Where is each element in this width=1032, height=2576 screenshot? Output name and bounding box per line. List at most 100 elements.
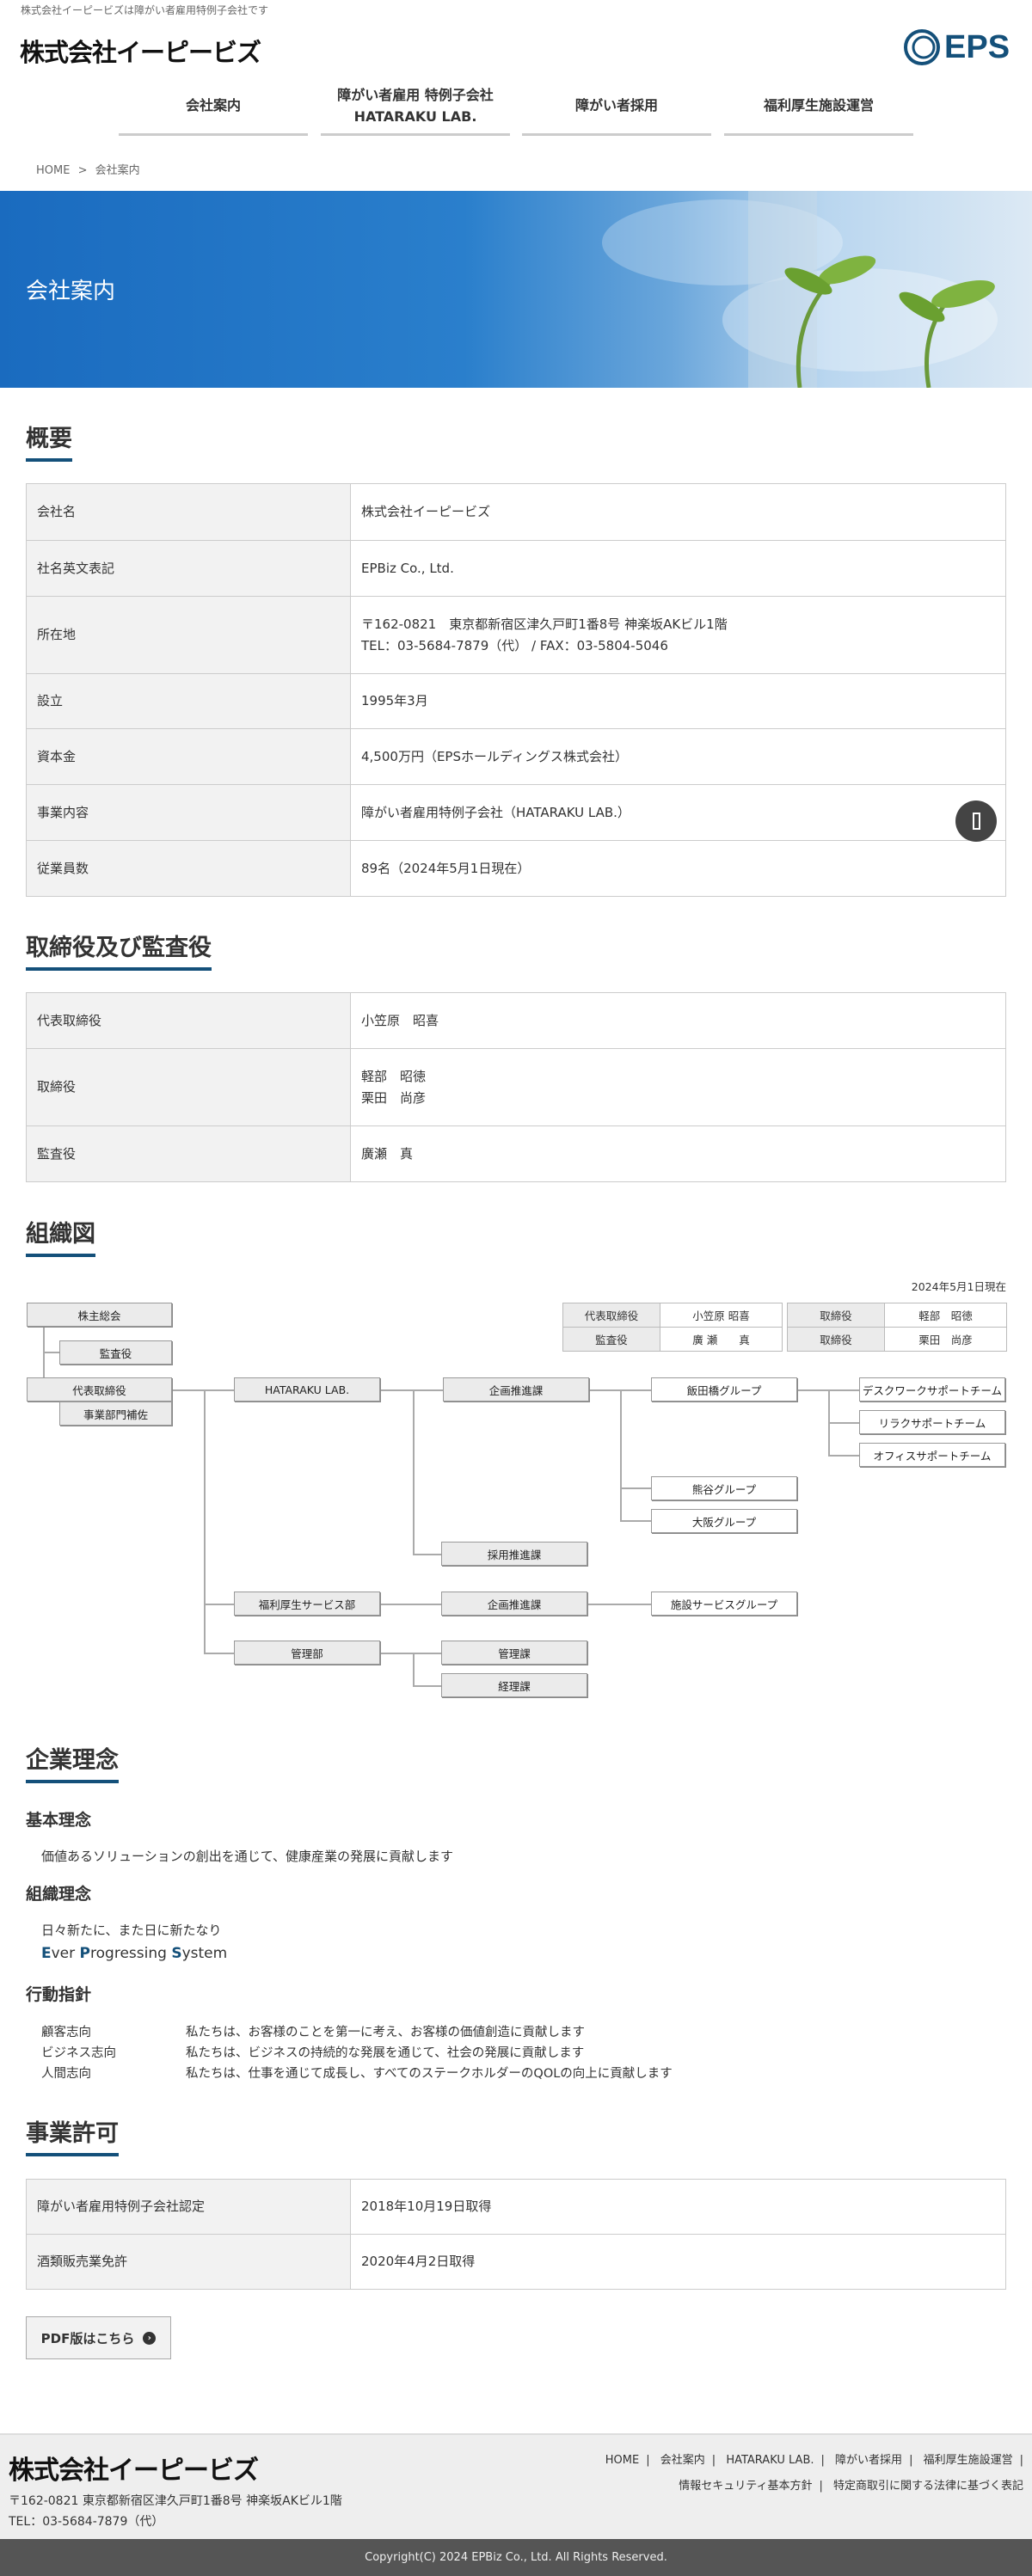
- row-label: 会社名: [26, 483, 351, 541]
- nav-company[interactable]: 会社案内: [119, 79, 308, 136]
- org-box-kumagaya: 熊谷グループ: [651, 1476, 797, 1500]
- connector-line: [828, 1422, 859, 1424]
- footer-link-company[interactable]: 会社案内: [660, 2454, 705, 2467]
- table-row: 会社名株式会社イーピービズ: [26, 483, 1006, 541]
- row-value: 小笠原 昭喜: [350, 992, 1006, 1049]
- exec-name: 廣 瀬 真: [660, 1327, 783, 1352]
- eps-word: ystem: [181, 1945, 228, 1962]
- org-box-ceo: 代表取締役: [27, 1377, 172, 1401]
- connector-line: [204, 1604, 234, 1605]
- row-label: 取締役: [26, 1048, 351, 1126]
- row-label: 事業内容: [26, 784, 351, 841]
- row-label: 障がい者雇用特例子会社認定: [26, 2179, 351, 2235]
- exec-table-left: 代表取締役小笠原 昭喜 監査役廣 瀬 真: [562, 1303, 783, 1352]
- eps-initial: S: [171, 1945, 182, 1962]
- footer-link-security-policy[interactable]: 情報セキュリティ基本方針: [679, 2480, 813, 2493]
- org-box-auditor: 監査役: [59, 1340, 172, 1365]
- org-box-iidabashi: 飯田橋グループ: [651, 1377, 797, 1401]
- footer-tel: TEL：03-5684-7879（代）: [9, 2515, 164, 2529]
- footer-link-hataraku[interactable]: HATARAKU LAB.: [726, 2454, 814, 2467]
- footer-logo[interactable]: 株式会社イーピービズ: [9, 2456, 259, 2486]
- org-box-osaka: 大阪グループ: [651, 1509, 797, 1533]
- row-label: 酒類販売業免許: [26, 2234, 351, 2290]
- placeholder-glyph-icon: [972, 813, 980, 830]
- section-heading-philosophy: 企業理念: [26, 1741, 119, 1783]
- floating-action-button[interactable]: [955, 800, 997, 842]
- eps-initial: P: [79, 1945, 91, 1962]
- org-box-admin-section: 管理課: [441, 1641, 587, 1665]
- connector-line: [380, 1389, 443, 1391]
- copyright: Copyright(C) 2024 EPBiz Co., Ltd. All Ri…: [0, 2539, 1032, 2576]
- action-text: 私たちは、ビジネスの持続的な発展を通じて、社会の発展に貢献します: [186, 2046, 585, 2060]
- table-row: 代表取締役小笠原 昭喜: [26, 992, 1006, 1049]
- exec-label: 監査役: [562, 1327, 660, 1352]
- site-logo[interactable]: 株式会社イーピービズ: [20, 38, 261, 67]
- breadcrumb-home[interactable]: HOME: [36, 164, 71, 177]
- row-label: 社名英文表記: [26, 540, 351, 597]
- row-label: 設立: [26, 673, 351, 729]
- row-value: 軽部 昭徳栗田 尚彦: [350, 1048, 1006, 1126]
- org-box-facility: 施設サービスグループ: [651, 1592, 797, 1616]
- connector-line: [413, 1554, 441, 1555]
- row-value: 廣瀬 真: [350, 1125, 1006, 1182]
- eps-logo[interactable]: EPS: [903, 28, 1013, 67]
- pdf-download-button[interactable]: PDF版はこちら›: [26, 2316, 171, 2359]
- connector-line: [204, 1653, 234, 1654]
- footer-link-commercial-law[interactable]: 特定商取引に関する法律に基づく表記: [832, 2480, 1023, 2493]
- exec-label: 代表取締役: [562, 1303, 660, 1328]
- org-box-accounting: 経理課: [441, 1673, 587, 1697]
- org-box-admin: 管理部: [234, 1641, 380, 1665]
- row-label: 資本金: [26, 728, 351, 785]
- footer-links-secondary: 情報セキュリティ基本方針| 特定商取引に関する法律に基づく表記: [679, 2480, 1023, 2493]
- nav-welfare[interactable]: 福利厚生施設運営: [724, 79, 913, 136]
- address-line: 〒162-0821 東京都新宿区津久戸町1番8号 神楽坂AKビル1階: [361, 616, 728, 632]
- connector-line: [204, 1389, 206, 1653]
- row-label: 所在地: [26, 596, 351, 674]
- action-label: ビジネス志向: [41, 2046, 116, 2060]
- row-value: 2020年4月2日取得: [350, 2234, 1006, 2290]
- exec-name: 軽部 昭徳: [884, 1303, 1007, 1328]
- org-box-shareholders: 株主総会: [27, 1303, 172, 1327]
- row-label: 代表取締役: [26, 992, 351, 1049]
- org-philosophy-text: 日々新たに、また日に新たなり: [41, 1923, 222, 1938]
- action-text: 私たちは、仕事を通じて成長し、すべてのステークホルダーのQOLの向上に貢献します: [186, 2067, 673, 2081]
- org-box-hataraku: HATARAKU LAB.: [234, 1377, 380, 1401]
- org-box-desk: デスクワークサポートチーム: [859, 1377, 1005, 1401]
- footer-address: 〒162-0821 東京都新宿区津久戸町1番8号 神楽坂AKビル1階: [9, 2494, 342, 2508]
- nav-hataraku-lab[interactable]: 障がい者雇用 特例子会社 HATARAKU LAB.: [321, 79, 510, 136]
- exec-name: 小笠原 昭喜: [660, 1303, 783, 1328]
- row-label: 従業員数: [26, 840, 351, 897]
- footer-link-welfare[interactable]: 福利厚生施設運営: [923, 2454, 1013, 2467]
- footer-link-home[interactable]: HOME: [605, 2454, 640, 2467]
- hero-banner: 会社案内: [0, 191, 1032, 388]
- breadcrumb: HOME > 会社案内: [36, 161, 140, 177]
- connector-line: [620, 1520, 651, 1522]
- connector-line: [380, 1653, 441, 1654]
- basic-philosophy-text: 価値あるソリューションの創出を通じて、健康産業の発展に貢献します: [41, 1849, 453, 1864]
- org-box-assistant: 事業部門補佐: [59, 1401, 172, 1426]
- row-value: EPBiz Co., Ltd.: [350, 540, 1006, 597]
- chevron-right-icon: ›: [143, 2331, 157, 2345]
- org-box-planning: 企画推進課: [443, 1377, 589, 1401]
- connector-line: [43, 1352, 59, 1353]
- table-row: 取締役軽部 昭徳栗田 尚彦: [26, 1048, 1006, 1126]
- org-philosophy-title: 組織理念: [26, 1885, 92, 1904]
- connector-line: [172, 1389, 234, 1391]
- eps-logo-text: EPS: [944, 28, 1010, 65]
- director-name: 軽部 昭徳: [361, 1068, 427, 1084]
- footer-link-recruitment[interactable]: 障がい者採用: [835, 2454, 903, 2467]
- breadcrumb-separator: >: [77, 164, 88, 177]
- section-heading-licenses: 事業許可: [26, 2114, 119, 2156]
- nav-recruitment[interactable]: 障がい者採用: [522, 79, 711, 136]
- action-label: 人間志向: [41, 2067, 91, 2081]
- footer-links-primary: HOME| 会社案内| HATARAKU LAB.| 障がい者採用| 福利厚生施…: [605, 2454, 1023, 2467]
- org-box-relax: リラクサポートチーム: [859, 1410, 1005, 1434]
